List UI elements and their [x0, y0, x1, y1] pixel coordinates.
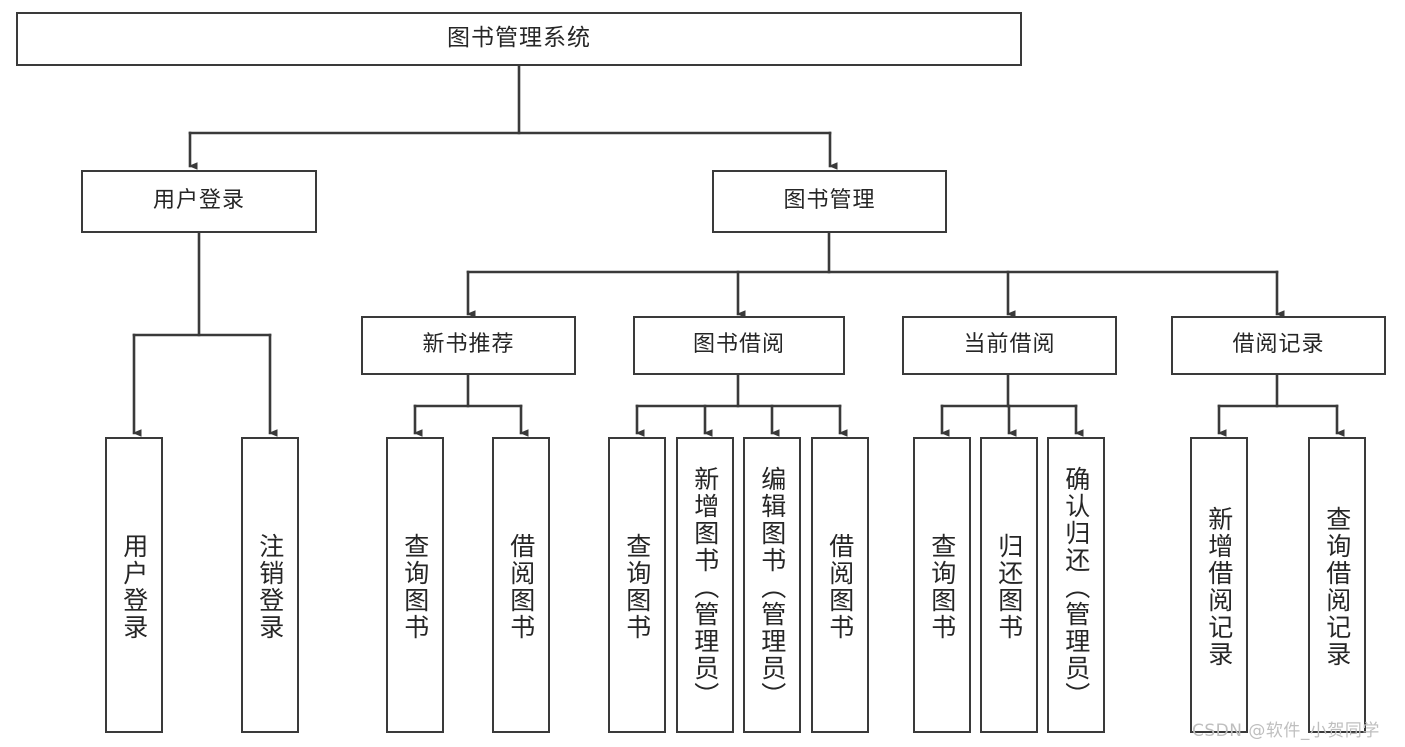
node-leaf-query-book-2-label: 查询图书 — [622, 533, 652, 641]
node-current-borrow-label: 当前借阅 — [963, 332, 1056, 358]
node-borrow-record[interactable]: 借阅记录 — [1171, 316, 1386, 375]
node-root[interactable]: 图书管理系统 — [16, 12, 1022, 66]
node-leaf-add-book-label: 新增图书（管理员） — [690, 465, 720, 709]
node-leaf-query-book-3-label: 查询图书 — [927, 533, 957, 641]
node-user-login[interactable]: 用户登录 — [81, 170, 317, 233]
node-leaf-logout-login[interactable]: 注销登录 — [241, 437, 299, 733]
csdn-watermark: CSDN @软件_小贺同学 — [1192, 721, 1380, 741]
node-root-label: 图书管理系统 — [447, 25, 591, 52]
node-new-book-recommend-label: 新书推荐 — [422, 332, 515, 358]
node-new-book-recommend[interactable]: 新书推荐 — [361, 316, 576, 375]
node-leaf-borrow-book-1-label: 借阅图书 — [506, 533, 536, 641]
node-leaf-query-book-1-label: 查询图书 — [400, 533, 430, 641]
node-leaf-add-book[interactable]: 新增图书（管理员） — [676, 437, 734, 733]
node-leaf-user-login[interactable]: 用户登录 — [105, 437, 163, 733]
node-leaf-confirm-return-label: 确认归还（管理员） — [1061, 465, 1091, 709]
node-leaf-return-book[interactable]: 归还图书 — [980, 437, 1038, 733]
node-book-manage[interactable]: 图书管理 — [712, 170, 947, 233]
node-borrow-record-label: 借阅记录 — [1232, 332, 1325, 358]
node-leaf-edit-book[interactable]: 编辑图书（管理员） — [743, 437, 801, 733]
node-leaf-query-book-3[interactable]: 查询图书 — [913, 437, 971, 733]
node-leaf-query-record[interactable]: 查询借阅记录 — [1308, 437, 1366, 733]
node-leaf-borrow-book-2-label: 借阅图书 — [825, 533, 855, 641]
node-leaf-add-record-label: 新增借阅记录 — [1204, 506, 1234, 668]
node-current-borrow[interactable]: 当前借阅 — [902, 316, 1117, 375]
node-leaf-return-book-label: 归还图书 — [994, 533, 1024, 641]
node-leaf-query-book-2[interactable]: 查询图书 — [608, 437, 666, 733]
node-leaf-edit-book-label: 编辑图书（管理员） — [757, 465, 787, 709]
node-book-borrow[interactable]: 图书借阅 — [633, 316, 845, 375]
node-leaf-borrow-book-2[interactable]: 借阅图书 — [811, 437, 869, 733]
node-book-borrow-label: 图书借阅 — [692, 332, 785, 358]
node-user-login-label: 用户登录 — [152, 188, 245, 214]
node-leaf-confirm-return[interactable]: 确认归还（管理员） — [1047, 437, 1105, 733]
node-leaf-logout-login-label: 注销登录 — [255, 533, 285, 641]
node-leaf-query-book-1[interactable]: 查询图书 — [386, 437, 444, 733]
node-leaf-query-record-label: 查询借阅记录 — [1322, 506, 1352, 668]
node-book-manage-label: 图书管理 — [783, 188, 876, 214]
node-leaf-add-record[interactable]: 新增借阅记录 — [1190, 437, 1248, 733]
node-leaf-borrow-book-1[interactable]: 借阅图书 — [492, 437, 550, 733]
node-leaf-user-login-label: 用户登录 — [119, 533, 149, 641]
